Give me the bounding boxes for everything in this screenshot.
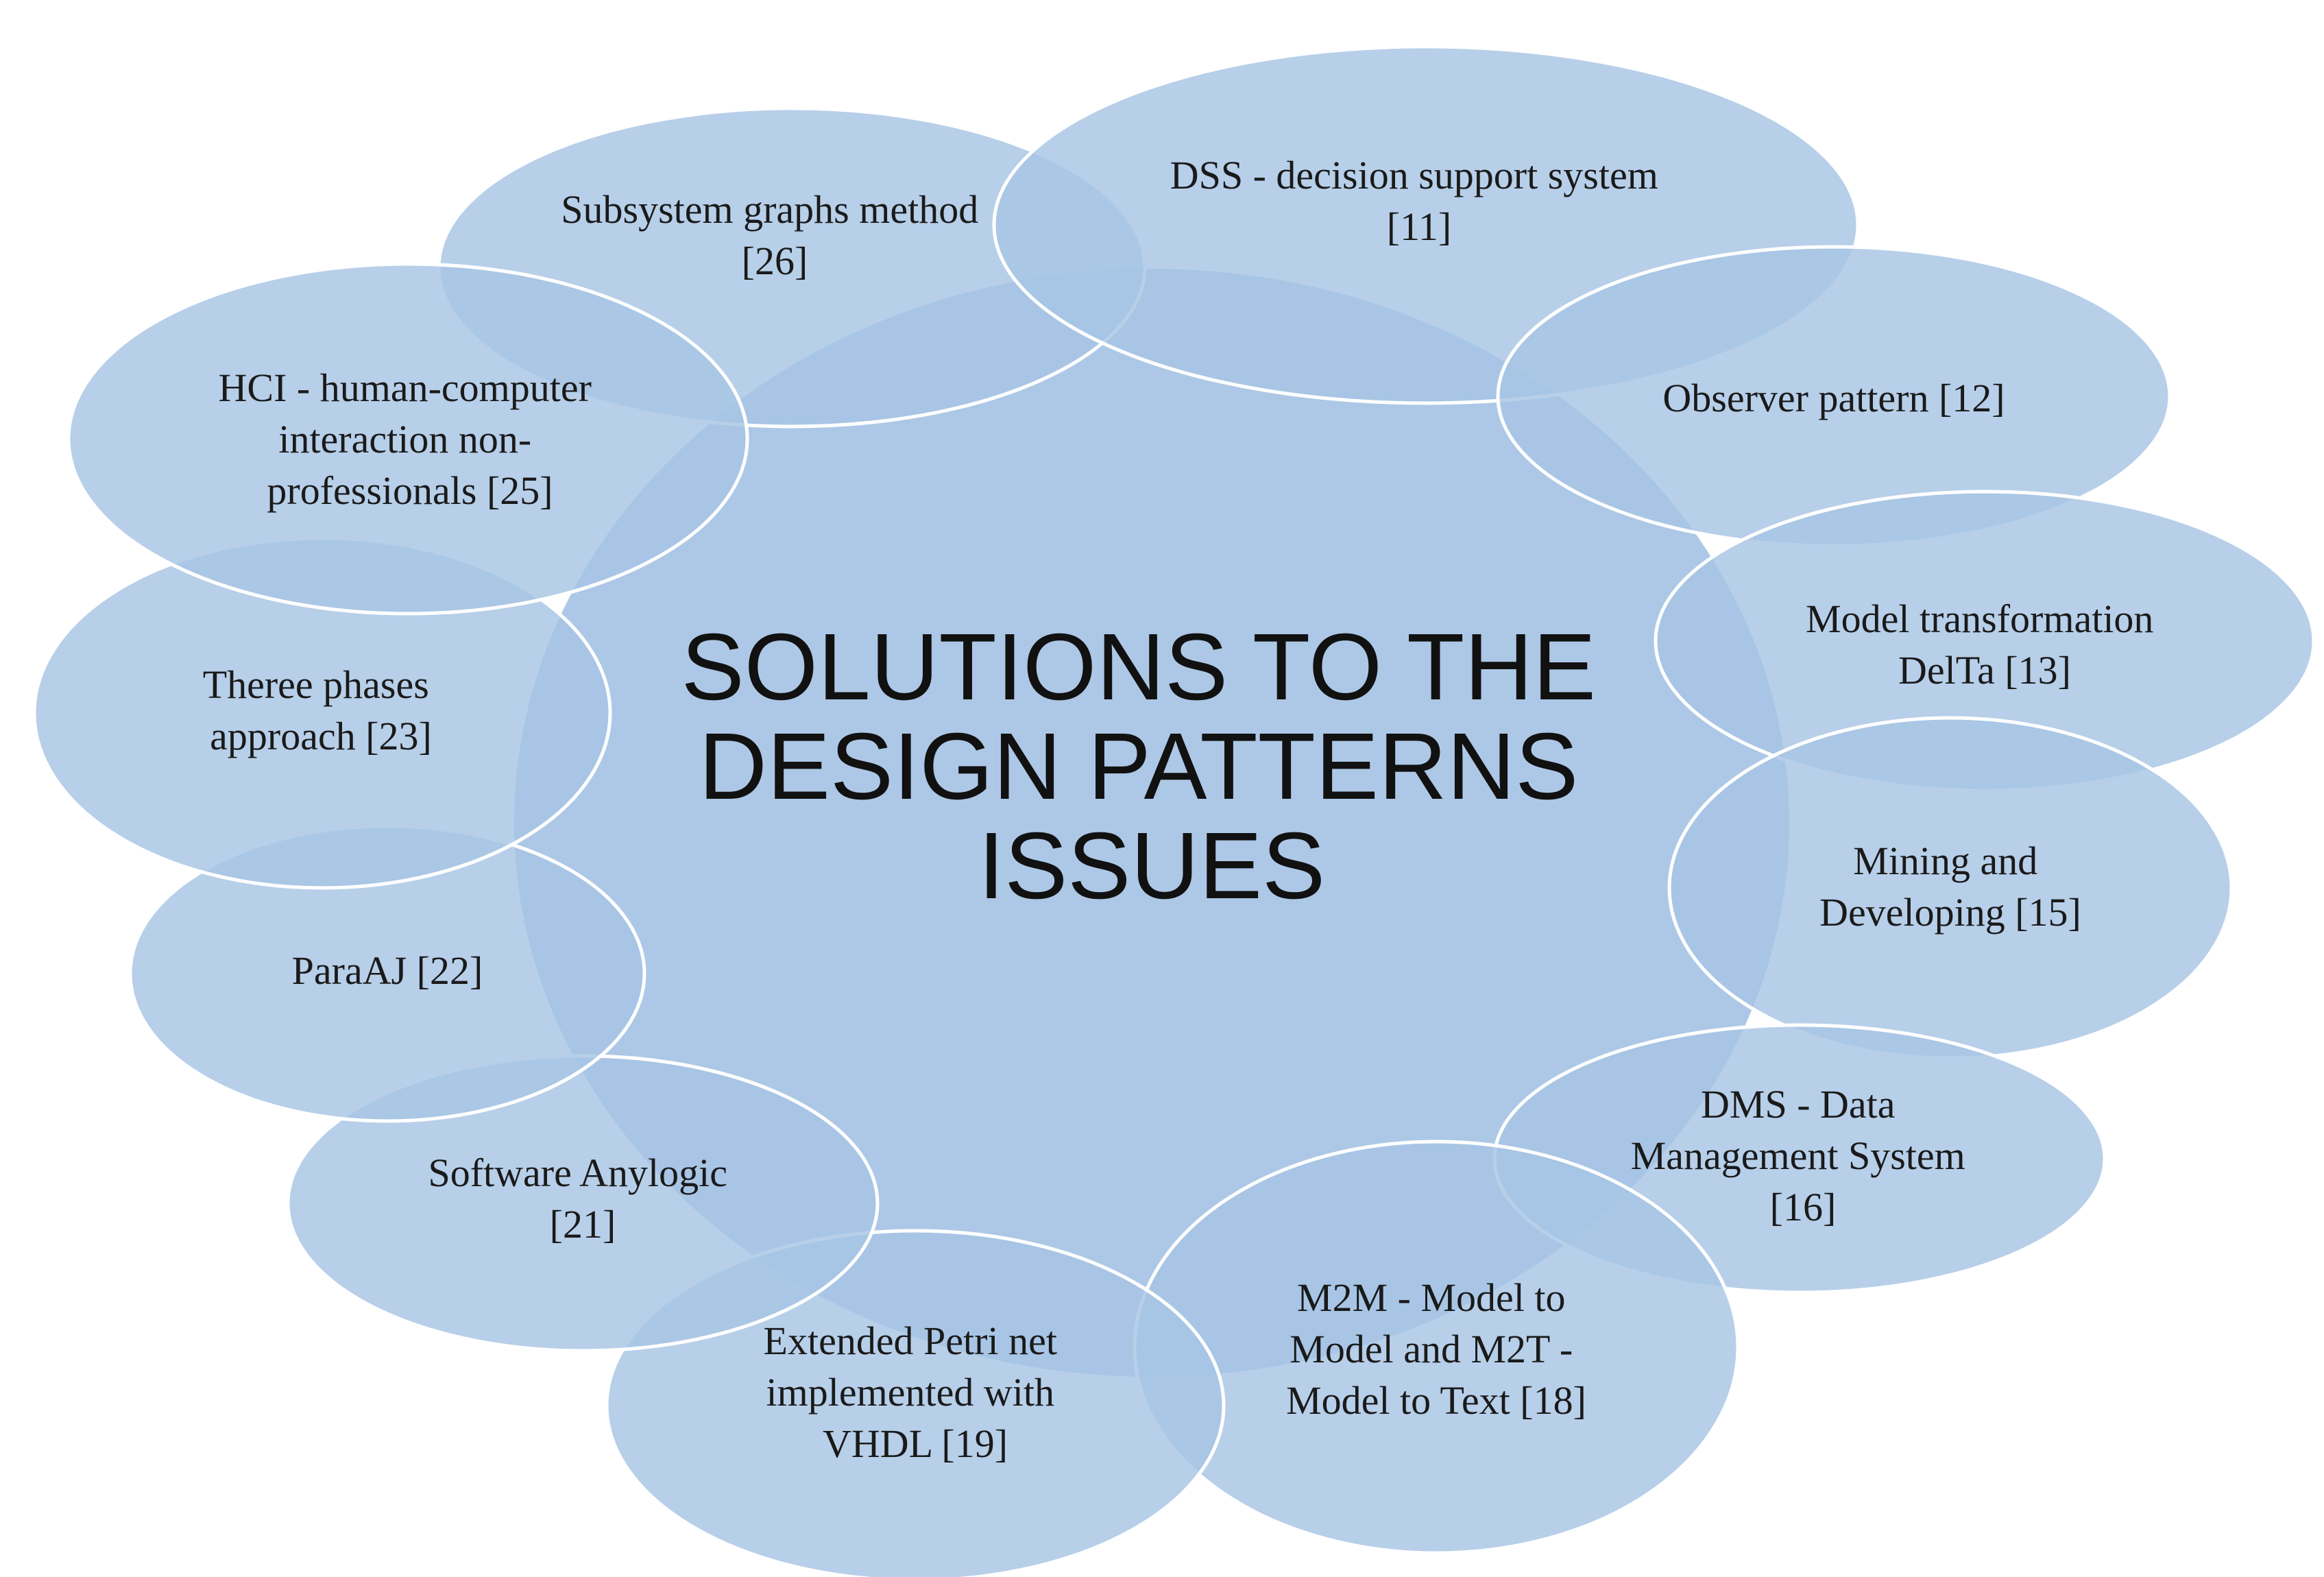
node-label-hci: HCI - human-computer interaction non- pr…	[219, 365, 602, 513]
node-label-subsystem: Subsystem graphs method [26]	[561, 187, 988, 283]
node-label-line: Model transformation	[1806, 597, 2153, 641]
node-label-three-phases: Theree phases approach [23]	[203, 662, 439, 758]
node-label-line: professionals [25]	[267, 468, 553, 513]
center-title-line: ISSUES	[978, 813, 1325, 919]
node-label-line: Developing [15]	[1819, 890, 2081, 935]
node-label-line: [26]	[742, 239, 808, 283]
node-label-line: Extended Petri net	[764, 1319, 1057, 1363]
center-title-line: DESIGN PATTERNS	[699, 714, 1578, 819]
node-label-observer: Observer pattern [12]	[1662, 376, 2005, 420]
node-label-line: Model to Text [18]	[1286, 1378, 1586, 1423]
node-label-model-transformation: Model transformation DelTa [13]	[1806, 597, 2164, 693]
node-label-line: Subsystem graphs method	[561, 187, 978, 232]
center-title-line: SOLUTIONS TO THE	[681, 614, 1596, 720]
node-label-line: VHDL [19]	[823, 1421, 1008, 1466]
center-circle	[514, 269, 1789, 1377]
node-label-petri: Extended Petri net implemented with VHDL…	[764, 1319, 1067, 1466]
node-label-paraaj: ParaAJ [22]	[292, 948, 483, 993]
node-label-mining: Mining and Developing [15]	[1819, 839, 2081, 935]
node-label-line: [16]	[1770, 1185, 1837, 1229]
node-label-line: M2M - Model to	[1297, 1275, 1566, 1320]
node-label-line: Mining and	[1853, 839, 2037, 883]
node-label-line: ParaAJ [22]	[292, 948, 483, 993]
center-title: SOLUTIONS TO THE DESIGN PATTERNS ISSUES	[681, 614, 1623, 919]
node-label-line: [21]	[550, 1202, 616, 1247]
node-label-line: DMS - Data	[1701, 1082, 1896, 1127]
node-label-line: [11]	[1387, 204, 1451, 249]
node-label-line: Management System	[1631, 1133, 1965, 1178]
node-ellipse-mining	[1667, 716, 2234, 1060]
node-label-line: Software Anylogic	[428, 1151, 727, 1195]
node-ellipse-hci	[66, 262, 749, 616]
node-label-line: approach [23]	[210, 714, 432, 758]
node-label-line: DelTa [13]	[1898, 648, 2071, 693]
node-label-anylogic: Software Anylogic [21]	[428, 1151, 737, 1247]
node-label-dss: DSS - decision support system [11]	[1170, 153, 1669, 249]
node-label-line: Model and M2T -	[1290, 1327, 1573, 1371]
node-label-line: HCI - human-computer	[219, 365, 592, 410]
node-label-line: Theree phases	[203, 662, 429, 707]
node-label-line: implemented with	[766, 1370, 1054, 1415]
node-label-line: Observer pattern [12]	[1662, 376, 2005, 420]
node-label-m2m: M2M - Model to Model and M2T - Model to …	[1286, 1275, 1586, 1423]
node-label-line: DSS - decision support system	[1170, 153, 1658, 197]
node-label-dms: DMS - Data Management System [16]	[1631, 1082, 1976, 1229]
node-label-line: interaction non-	[278, 417, 531, 461]
